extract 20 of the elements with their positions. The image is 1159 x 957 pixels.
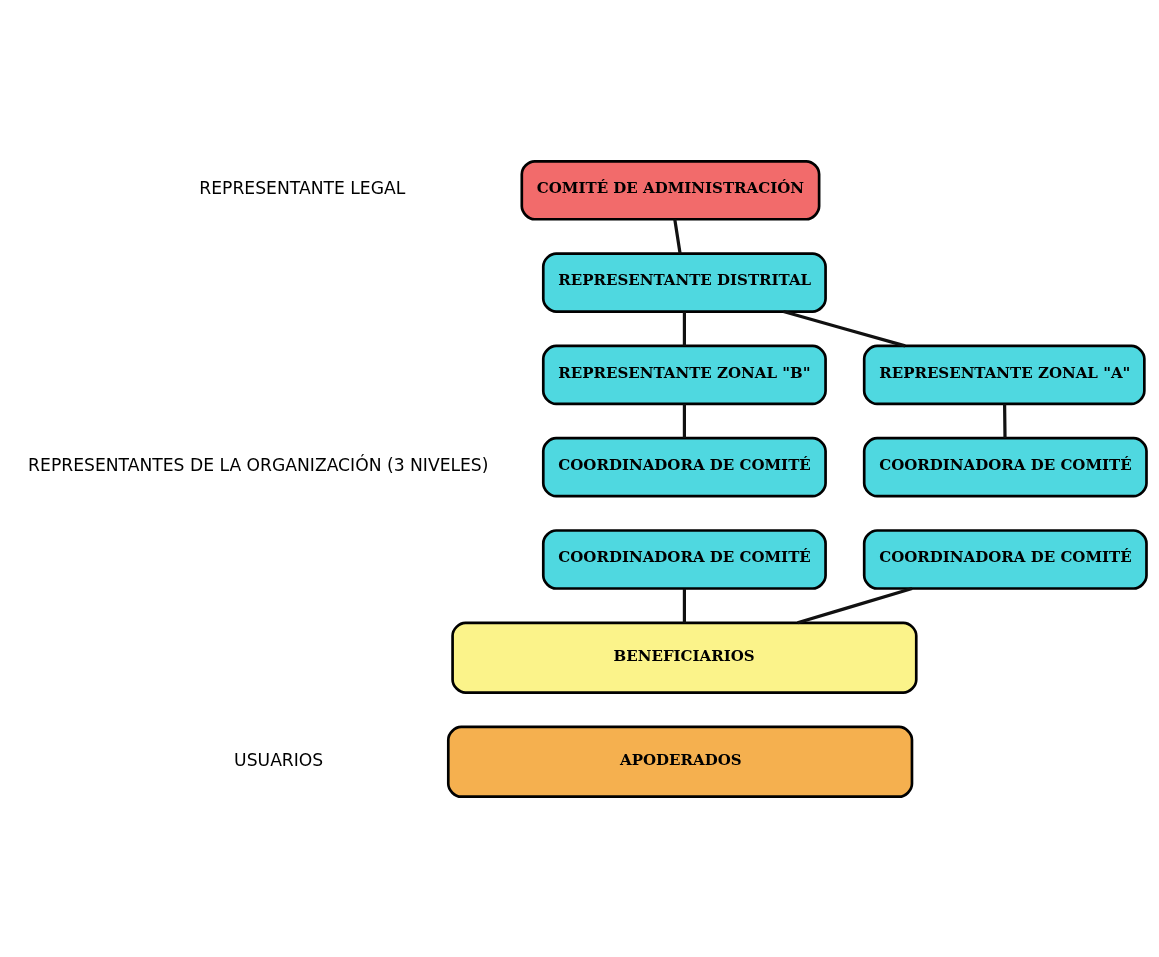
node-box: COORDINADORA DE COMITÉ bbox=[862, 436, 1148, 497]
connector bbox=[1003, 403, 1007, 438]
connector bbox=[673, 218, 682, 254]
label: USUARIOS bbox=[234, 749, 324, 770]
node-box: COORDINADORA DE COMITÉ bbox=[541, 436, 827, 497]
node-box: COORDINADORA DE COMITÉ bbox=[541, 528, 827, 590]
node-box: COMITÉ DE ADMINISTRACIÓN bbox=[520, 159, 821, 221]
node-box: APODERADOS bbox=[446, 725, 914, 798]
node-box: REPRESENTANTE ZONAL "A" bbox=[862, 344, 1146, 405]
node-box: BENEFICIARIOS bbox=[451, 621, 918, 694]
label: REPRESENTANTES DE LA ORGANIZACIÓN (3 NIVELES) bbox=[28, 454, 489, 475]
connector bbox=[797, 586, 913, 624]
node-box: REPRESENTANTE DISTRITAL bbox=[541, 251, 827, 313]
connector bbox=[682, 311, 687, 346]
node-box: COORDINADORA DE COMITÉ bbox=[862, 528, 1148, 590]
node-box: REPRESENTANTE ZONAL "B" bbox=[541, 344, 827, 405]
connector bbox=[682, 588, 687, 623]
label: REPRESENTANTE LEGAL bbox=[199, 177, 406, 198]
connector bbox=[682, 403, 687, 438]
connector bbox=[783, 309, 906, 347]
